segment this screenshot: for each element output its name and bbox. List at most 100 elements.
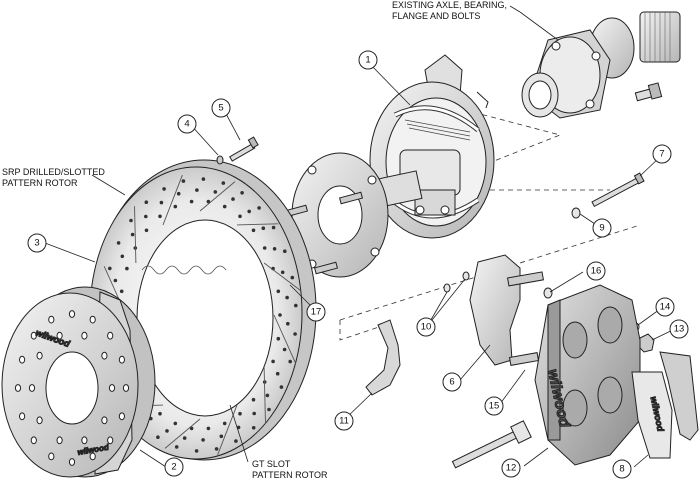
callout-number: 1 — [365, 55, 370, 66]
drum-hole — [48, 315, 55, 324]
drum-hole — [68, 310, 76, 318]
callout-13: 13 — [669, 319, 689, 339]
callout-15: 15 — [484, 396, 504, 416]
brake-pads: wilwood — [631, 351, 699, 459]
drill-hole — [280, 270, 285, 275]
gt-label-line1: GT SLOT — [252, 459, 291, 469]
callout-14: 14 — [655, 297, 675, 317]
washer-4 — [216, 155, 224, 165]
rotor-slot — [263, 366, 266, 424]
drill-hole — [130, 232, 135, 237]
rotor-slot — [263, 262, 301, 291]
drill-hole — [238, 214, 242, 219]
callout-number: 10 — [421, 322, 432, 333]
washer-16 — [543, 287, 553, 299]
drill-hole — [234, 439, 238, 443]
bolt-5 — [229, 136, 259, 162]
drum-hole — [19, 355, 26, 364]
drill-hole — [261, 226, 266, 230]
callout-number: 8 — [619, 464, 624, 475]
drill-hole — [201, 177, 206, 181]
callout-17: 17 — [306, 302, 326, 322]
callout-number: 12 — [506, 463, 517, 474]
drum-hole — [101, 416, 108, 425]
drum-hole — [107, 331, 114, 340]
drill-hole — [290, 275, 295, 280]
callout-number: 13 — [674, 324, 685, 335]
gt-label-line2: PATTERN ROTOR — [252, 470, 328, 480]
parking-brake-bracket — [365, 319, 401, 396]
callout-10: 10 — [416, 317, 436, 337]
drill-hole — [251, 397, 256, 402]
drill-hole — [279, 385, 284, 389]
callout-number: 15 — [489, 401, 500, 412]
parking-brake-assembly — [369, 54, 495, 239]
drum-hole — [36, 351, 43, 360]
drum-hole — [48, 452, 55, 461]
callout-number: 14 — [660, 302, 671, 313]
drill-hole — [219, 434, 224, 439]
drill-hole — [119, 289, 124, 294]
callout-6: 6 — [442, 372, 462, 392]
srp-label-line2: PATTERN ROTOR — [2, 178, 78, 188]
axle-label-line1: EXISTING AXLE, BEARING, — [392, 0, 507, 10]
drill-hole — [267, 407, 271, 412]
drill-hole — [182, 436, 187, 440]
callout-3: 3 — [27, 233, 47, 253]
callout-5: 5 — [211, 98, 231, 118]
rotor-hat — [283, 152, 423, 278]
rotor-slot — [273, 314, 297, 364]
drill-hole — [120, 254, 125, 259]
drill-hole — [238, 411, 242, 416]
drill-hole — [286, 321, 290, 326]
callout-8: 8 — [612, 459, 632, 479]
rotor-slot — [164, 418, 201, 449]
drum-hole — [30, 436, 37, 445]
axle-leader — [509, 5, 521, 13]
drill-hole — [213, 190, 218, 194]
brake-caliper: wilwood — [534, 284, 641, 466]
drill-hole — [276, 336, 281, 341]
bolt-7 — [591, 172, 645, 208]
drill-hole — [283, 249, 287, 253]
drill-hole — [262, 246, 267, 250]
drill-hole — [159, 200, 164, 205]
drum-hole — [108, 384, 116, 392]
rotor-slot — [199, 181, 236, 212]
drill-hole — [278, 313, 282, 317]
drill-hole — [194, 449, 199, 453]
drill-hole — [156, 435, 160, 440]
drill-hole — [165, 429, 169, 433]
washer-9 — [571, 207, 581, 219]
drill-hole — [252, 411, 256, 416]
drill-hole — [214, 447, 219, 451]
drill-hole — [251, 228, 256, 233]
drill-hole — [275, 371, 280, 376]
hardware — [216, 136, 655, 469]
drill-hole — [162, 187, 166, 191]
drill-hole — [247, 209, 251, 214]
drill-hole — [294, 303, 298, 308]
drum-hole — [14, 384, 22, 392]
callout-number: 11 — [339, 416, 349, 427]
callout-12: 12 — [501, 458, 521, 478]
callout-4: 4 — [177, 114, 197, 134]
drill-hole — [158, 214, 162, 219]
existing-axle-assembly — [521, 11, 681, 119]
drum-hole — [118, 412, 126, 421]
drill-hole — [108, 266, 112, 271]
drill-hole — [271, 225, 276, 230]
drum-hole — [89, 452, 96, 461]
rotor-slot — [236, 223, 279, 226]
callout-number: 4 — [184, 119, 189, 130]
callout-number: 5 — [218, 103, 223, 114]
drill-hole — [174, 445, 179, 449]
drum-hole — [89, 315, 96, 324]
drill-hole — [144, 214, 148, 219]
drill-hole — [144, 200, 149, 204]
rotor-drill-holes — [102, 177, 298, 453]
drill-hole — [285, 295, 289, 300]
drill-hole — [221, 181, 226, 185]
drum-bolt-holes — [14, 310, 130, 466]
drum-hat: wilwood wilwood — [1, 286, 156, 478]
